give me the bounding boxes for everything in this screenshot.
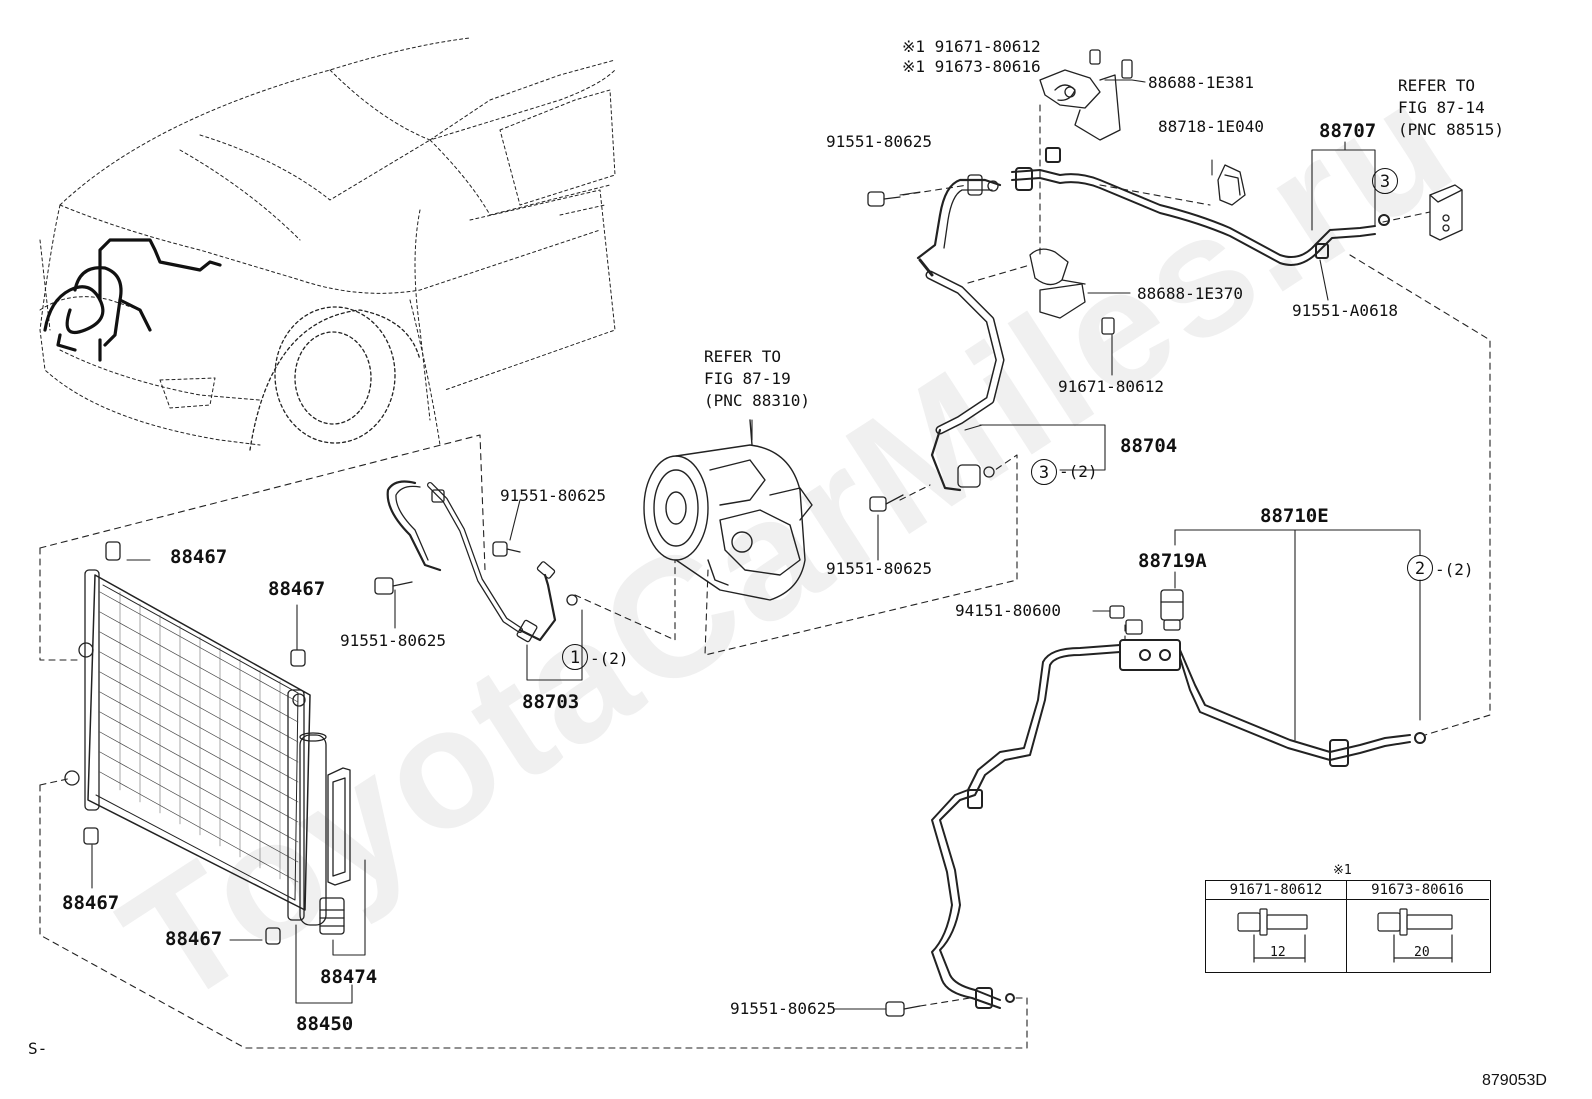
part-label: 88467 [62, 892, 120, 914]
assembly-lines [39, 104, 1491, 1049]
part-label: 91551-A0618 [1292, 301, 1398, 320]
quantity-label: -(2) [1435, 560, 1474, 579]
part-label: 88688-1E381 [1148, 73, 1254, 92]
pipe-88707 [1011, 147, 1390, 266]
part-label: 91551-80625 [826, 559, 932, 578]
part-label: 91551-80625 [500, 486, 606, 505]
note-marker: ※1 [1333, 863, 1352, 878]
part-label: 88688-1E370 [1137, 284, 1243, 303]
filter-element [327, 767, 351, 886]
car-harness [43, 238, 222, 362]
part-label: 91551-80625 [340, 631, 446, 650]
ref-valve-line3: (PNC 88515) [1398, 120, 1504, 139]
expansion-valve [1429, 184, 1463, 241]
hose-88704 [916, 174, 1005, 492]
car-wheel [249, 306, 421, 451]
part-label: 88707 [1319, 120, 1377, 142]
fastener-note-table: 91671-80612 91673-80616 [1205, 880, 1491, 973]
note-divider [1346, 899, 1347, 972]
ref-valve-line2: FIG 87-14 [1398, 98, 1485, 117]
valve-cap [1109, 605, 1143, 635]
callout-2: 2 [1407, 555, 1433, 581]
callout-3: 3 [1372, 168, 1398, 194]
bracket-88688-1e370 [1029, 248, 1115, 335]
car-illustration [39, 37, 616, 446]
part-label: 88703 [522, 691, 580, 713]
ref-compressor-line2: FIG 87-19 [704, 369, 791, 388]
ref-valve-line1: REFER TO [1398, 76, 1476, 95]
part-label: 88474 [320, 966, 378, 988]
compressor [643, 419, 813, 601]
receiver-tank [299, 732, 327, 926]
callout-3: 3 [1031, 459, 1057, 485]
condenser [64, 569, 311, 921]
ref-compressor-line3: (PNC 88310) [704, 391, 810, 410]
ref-compressor-line1: REFER TO [704, 347, 782, 366]
part-label: 88467 [268, 578, 326, 600]
note-col1-header: 91671-80612 [1206, 881, 1347, 900]
quantity-label: -(2) [1059, 462, 1098, 481]
hose-88703 [386, 480, 578, 643]
note-icons [1237, 908, 1453, 963]
part-label: ※1 91673-80616 [902, 57, 1041, 76]
note-length-1: 12 [1270, 945, 1286, 960]
cap-88474 [319, 897, 345, 935]
bracket-88688-1e381 [1039, 49, 1133, 141]
bolts [374, 191, 921, 1017]
part-label: 91551-80625 [730, 999, 836, 1018]
leader-lines [91, 79, 1421, 1010]
part-label: 91671-80612 [1058, 377, 1164, 396]
footer-left: S- [28, 1039, 48, 1058]
part-label: 88704 [1120, 435, 1178, 457]
bushings [83, 541, 306, 945]
part-label: 88719A [1138, 550, 1207, 572]
part-label: 88710E [1260, 505, 1329, 527]
clamp-88718 [1217, 164, 1246, 206]
part-label: 88450 [296, 1013, 354, 1035]
part-label: ※1 91671-80612 [902, 37, 1041, 56]
part-label: 88467 [165, 928, 223, 950]
part-label: 94151-80600 [955, 601, 1061, 620]
part-label: 91551-80625 [826, 132, 932, 151]
note-length-2: 20 [1414, 945, 1430, 960]
part-label: 88718-1E040 [1158, 117, 1264, 136]
note-col2-header: 91673-80616 [1346, 881, 1489, 900]
callout-1: 1 [562, 644, 588, 670]
figure-code: 879053D [1482, 1072, 1547, 1089]
pressure-switch [1160, 589, 1184, 631]
part-label: 88467 [170, 546, 228, 568]
quantity-label: -(2) [590, 649, 629, 668]
pipe-88710e [931, 639, 1426, 1009]
